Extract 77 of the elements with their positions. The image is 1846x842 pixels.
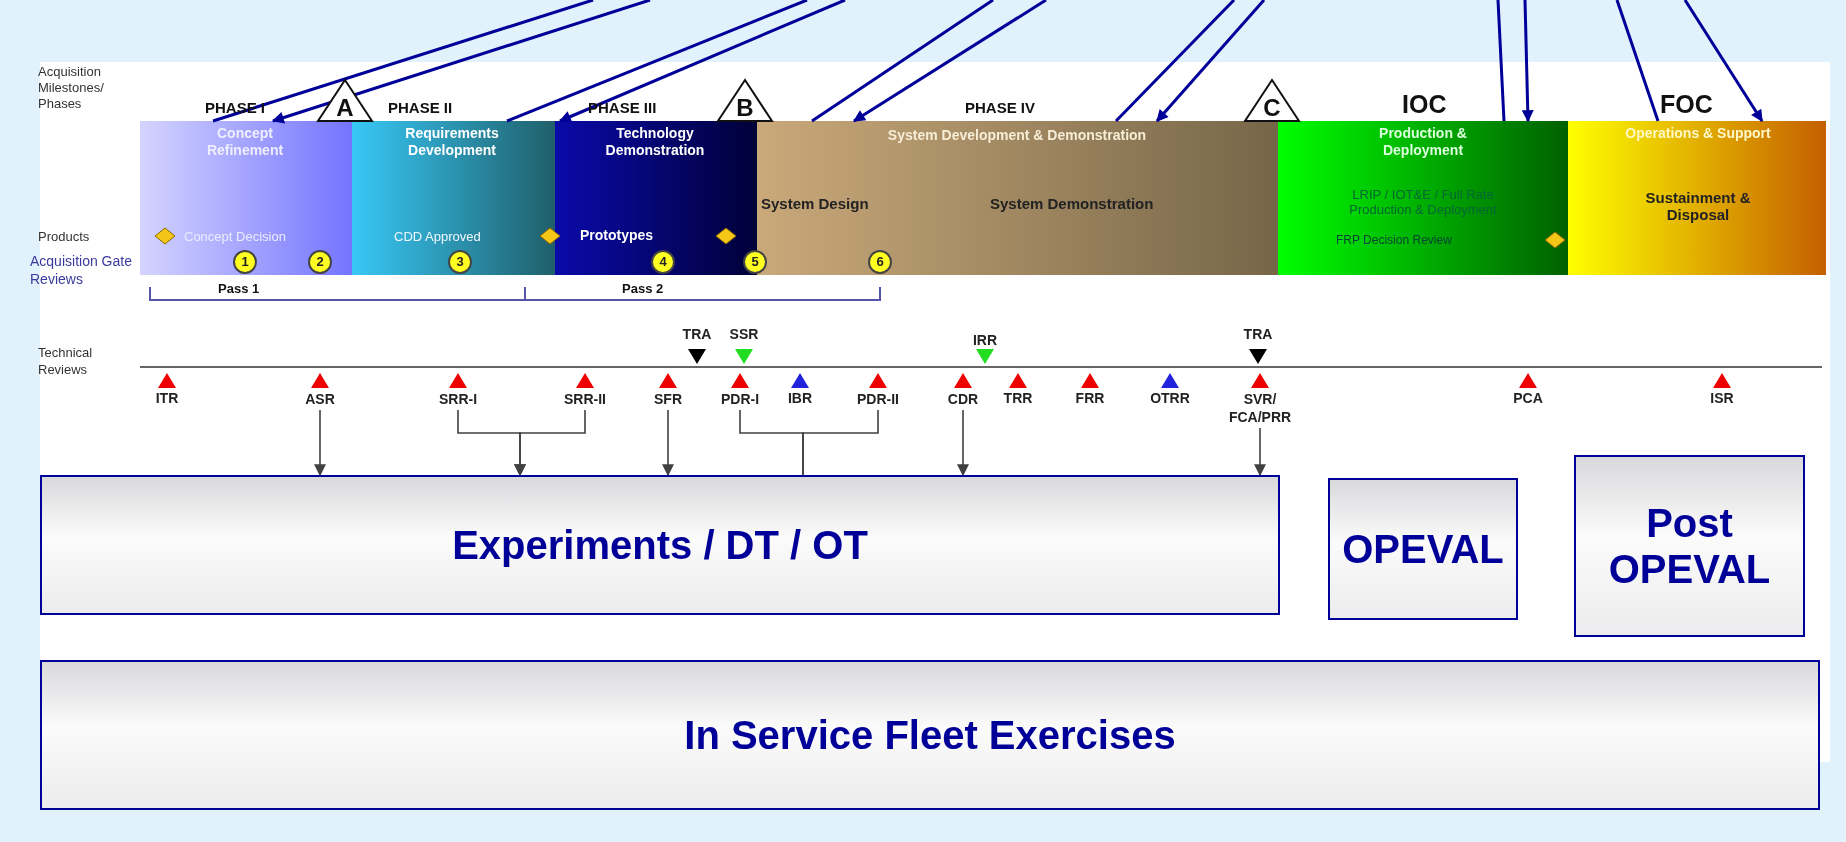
review-label: PDR-I: [720, 390, 760, 408]
phase-label: PHASE I: [205, 99, 265, 116]
numbered-circle: 6: [868, 250, 892, 274]
review-label: FRR: [1075, 390, 1105, 406]
milestone-triangle: B: [716, 78, 774, 122]
phase-title: Technology Demonstration: [604, 125, 706, 159]
phase-activity: Sustainment & Disposal: [1644, 189, 1752, 223]
phase-label: PHASE II: [388, 99, 453, 116]
row-label: Technical Reviews: [38, 344, 94, 378]
pass-label: Pass 2: [622, 281, 664, 296]
review-label: PCA: [1513, 390, 1543, 406]
review-label: SFR: [654, 390, 682, 408]
milestone-triangle: C: [1243, 78, 1301, 122]
arrow: [1683, 0, 1764, 122]
review-label: SRR-II: [564, 390, 606, 408]
test-phase-box: OPEVAL: [1328, 478, 1518, 620]
review-label: SRR-I: [438, 390, 478, 408]
phase-label: PHASE IV: [965, 99, 1036, 116]
phase-bar: [352, 121, 555, 275]
review-label: IBR: [787, 390, 813, 406]
numbered-circle: 3: [448, 250, 472, 274]
row-label: Acquisition Gate Reviews: [30, 252, 133, 288]
connector-line: [1496, 0, 1506, 122]
phase-title: Production & Deployment: [1378, 125, 1468, 159]
milestone-label: IOC: [1402, 90, 1447, 119]
review-label: TRA: [682, 326, 712, 342]
review-label: OTRR: [1150, 390, 1190, 406]
review-label: PDR-II: [857, 390, 899, 408]
phase-activity: System Demonstration: [990, 195, 1154, 212]
review-label: CDR: [947, 390, 979, 408]
phase-bar: [140, 121, 352, 275]
phase-title: Concept Refinement: [205, 125, 285, 159]
numbered-circle: 4: [651, 250, 675, 274]
phase-title: Operations & Support: [1624, 125, 1772, 142]
arrow: [514, 409, 586, 477]
product-label: Concept Decision: [184, 229, 286, 244]
review-label: IRR: [972, 332, 998, 348]
product-label: CDD Approved: [394, 229, 481, 244]
review-label: TRA: [1243, 326, 1273, 342]
connector-line: [811, 0, 994, 123]
review-label: SSR: [729, 326, 759, 342]
phase-bar: [757, 121, 1278, 275]
product-label: Prototypes: [580, 227, 654, 243]
pass-label: Pass 1: [218, 281, 260, 296]
arrow: [1254, 427, 1266, 477]
connector-line: [1114, 0, 1236, 123]
connector-line: [212, 0, 594, 123]
review-label: SVR/ FCA/PRR: [1220, 390, 1300, 426]
arrow: [1521, 0, 1534, 123]
numbered-circle: 2: [308, 250, 332, 274]
review-label: ISR: [1710, 390, 1734, 406]
row-label: Products: [38, 229, 90, 244]
connector-line: [802, 409, 879, 476]
arrow: [271, 0, 651, 124]
phase-bar: [555, 121, 757, 275]
milestone-label: FOC: [1660, 90, 1713, 119]
arrow: [853, 0, 1047, 123]
phase-label: PHASE III: [588, 99, 657, 116]
milestone-triangle: A: [316, 78, 374, 122]
decision-label: FRP Decision Review: [1336, 233, 1452, 247]
test-phase-box: Experiments / DT / OT: [40, 475, 1280, 615]
phase-activity: System Design: [761, 195, 869, 212]
review-label: TRR: [1003, 390, 1033, 406]
test-phase-box: In Service Fleet Exercises: [40, 660, 1820, 810]
numbered-circle: 1: [233, 250, 257, 274]
arrow: [558, 0, 846, 123]
arrow: [1155, 0, 1266, 122]
review-label: ASR: [305, 390, 335, 408]
connector-line: [506, 0, 808, 123]
test-phase-box: Post OPEVAL: [1574, 455, 1805, 637]
phase-bar: [1278, 121, 1568, 275]
review-label: ITR: [155, 390, 179, 406]
row-label: Acquisition Milestones/ Phases: [38, 64, 105, 112]
phase-bar: [1568, 121, 1826, 275]
phase-title: System Development & Demonstration: [886, 127, 1148, 144]
phase-title: Requirements Development: [404, 125, 500, 159]
connector-line: [1615, 0, 1660, 122]
